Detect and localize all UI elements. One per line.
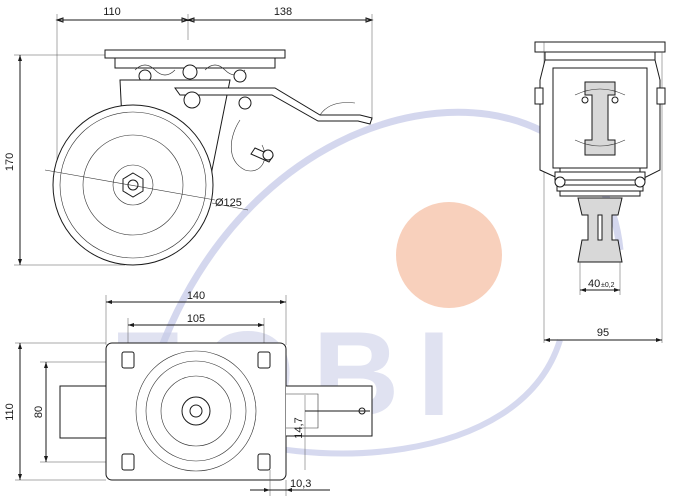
- dim-brake-thickness: 10,3: [290, 478, 311, 490]
- dim-side-height: 170: [4, 153, 16, 171]
- dim-wheel-diameter: Ø125: [215, 197, 242, 209]
- dim-hole-spacing-y: 80: [33, 406, 45, 418]
- top-view: 140 105 110 80: [4, 290, 373, 496]
- dim-wheel-width-tol: ±0,2: [601, 282, 615, 289]
- watermark-dot: [396, 202, 502, 308]
- dim-plate-height: 110: [4, 403, 16, 421]
- side-view: 110 138 170 Ø125: [4, 6, 374, 266]
- dim-plate-width: 140: [187, 290, 205, 302]
- front-view: 40 ±0,2 95: [534, 41, 666, 343]
- dim-side-top-right: 138: [274, 6, 292, 18]
- dim-wheel-width-main: 40: [588, 278, 600, 290]
- dim-brake-offset: 14,7: [293, 417, 305, 438]
- dim-front-width: 95: [597, 327, 609, 339]
- dim-hole-spacing-x: 105: [187, 313, 205, 325]
- dim-side-top-left: 110: [103, 6, 121, 18]
